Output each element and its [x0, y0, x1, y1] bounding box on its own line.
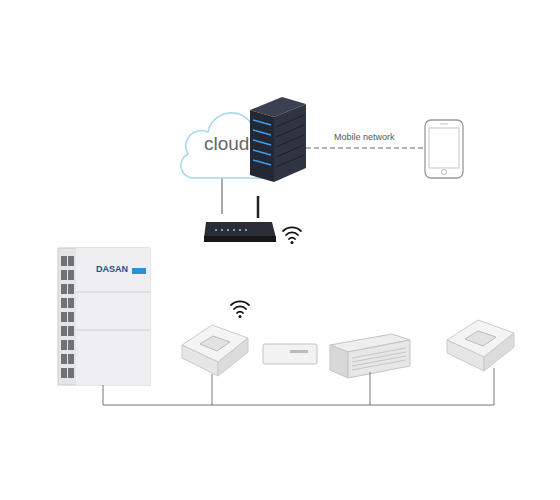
cassette-unit [447, 320, 514, 371]
wifi-router [204, 196, 276, 242]
bus-wire [103, 368, 494, 405]
brand-logo: DASAN [96, 264, 128, 274]
smartphone [425, 120, 463, 178]
outdoor-unit [58, 248, 150, 385]
cassette-unit [182, 325, 248, 376]
wifi-symbol [283, 227, 301, 244]
network-label: Mobile network [334, 132, 395, 142]
mobile-dashed-line [306, 147, 424, 149]
node-text: cloud [204, 133, 249, 155]
network-line [222, 178, 223, 214]
wifi-module [263, 344, 317, 364]
server-rack [250, 97, 306, 182]
wifi-symbol [231, 301, 249, 318]
duct-unit [330, 334, 410, 378]
